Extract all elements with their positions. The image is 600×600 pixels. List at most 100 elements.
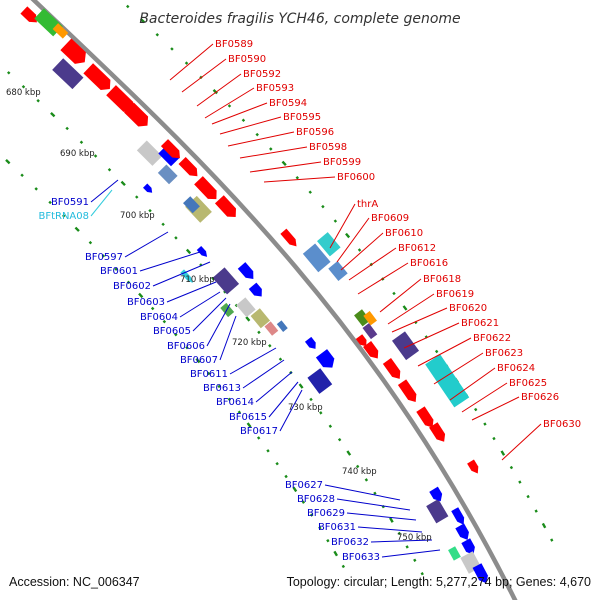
gene-label-bf0633[interactable]: BF0633 xyxy=(342,552,380,563)
tick-dot-1 xyxy=(405,545,409,549)
gene-label-thra[interactable]: thrA xyxy=(357,199,378,210)
gene-label-bf0620[interactable]: BF0620 xyxy=(449,303,487,314)
gene-block xyxy=(250,308,271,329)
gene-label-bf0596[interactable]: BF0596 xyxy=(296,127,334,138)
kbp-tick-label-710-kbp: 710 kbp xyxy=(180,275,215,285)
gene-label-bf0595[interactable]: BF0595 xyxy=(283,112,321,123)
tick-dot-2 xyxy=(275,461,279,466)
tick-dot-1 xyxy=(107,167,112,172)
gene-arrow-shape xyxy=(83,63,111,90)
leader-line-bf0618 xyxy=(379,278,422,313)
gene-block xyxy=(52,23,69,39)
gene-label-bf0597[interactable]: BF0597 xyxy=(85,252,123,263)
gene-label-bf0628[interactable]: BF0628 xyxy=(297,494,335,505)
gene-labels-layer: BF0589BF0590BF0592BF0593BF0594BF0595BF05… xyxy=(38,39,581,563)
tick-dot-2 xyxy=(34,187,38,191)
gene-label-bf0629[interactable]: BF0629 xyxy=(307,508,345,519)
tick-dot-3 xyxy=(170,47,174,51)
gene-arrow-shape xyxy=(237,262,254,280)
gene-label-bf0605[interactable]: BF0605 xyxy=(153,326,191,337)
tick-dot-1 xyxy=(50,112,56,118)
gene-label-bf0589[interactable]: BF0589 xyxy=(215,39,253,50)
gene-block-shape xyxy=(363,311,377,326)
tick-dot-3 xyxy=(402,305,408,311)
gene-label-bf0599[interactable]: BF0599 xyxy=(323,157,361,168)
leader-line-bf0599 xyxy=(249,161,322,173)
leader-line-bf0629 xyxy=(346,512,417,521)
gene-arrow-shape xyxy=(429,422,446,442)
gene-label-bf0622[interactable]: BF0622 xyxy=(473,333,511,344)
gene-label-bf0614[interactable]: BF0614 xyxy=(216,397,254,408)
gene-arrow-shape xyxy=(214,195,237,217)
gene-label-bf0626[interactable]: BF0626 xyxy=(521,392,559,403)
gene-label-bf0613[interactable]: BF0613 xyxy=(203,383,241,394)
gene-label-bf0593[interactable]: BF0593 xyxy=(256,83,294,94)
gene-block xyxy=(425,354,470,408)
tick-dot-1 xyxy=(413,558,417,562)
gene-label-bf0632[interactable]: BF0632 xyxy=(331,537,369,548)
gene-label-bf0631[interactable]: BF0631 xyxy=(318,522,356,533)
gene-label-bf0615[interactable]: BF0615 xyxy=(229,412,267,423)
gene-label-bf0609[interactable]: BF0609 xyxy=(371,213,409,224)
gene-label-bf0604[interactable]: BF0604 xyxy=(140,312,178,323)
gene-block xyxy=(307,368,333,394)
gene-label-bf0617[interactable]: BF0617 xyxy=(240,426,278,437)
gene-label-bf0627[interactable]: BF0627 xyxy=(285,480,323,491)
gene-block xyxy=(136,140,163,166)
gene-block xyxy=(392,331,420,361)
gene-label-bftrna08[interactable]: BFtRNA08 xyxy=(38,211,89,222)
gene-block xyxy=(264,321,279,336)
gene-label-bf0611[interactable]: BF0611 xyxy=(190,369,228,380)
gene-label-bf0624[interactable]: BF0624 xyxy=(497,363,535,374)
tick-dot-1 xyxy=(161,222,165,227)
gene-label-bf0591[interactable]: BF0591 xyxy=(51,197,89,208)
gene-label-bf0594[interactable]: BF0594 xyxy=(269,98,307,109)
tick-dot-3 xyxy=(139,18,146,24)
gene-label-bf0592[interactable]: BF0592 xyxy=(243,69,281,80)
tick-dot-1 xyxy=(7,71,11,75)
tick-dot-2 xyxy=(217,384,221,389)
gene-block xyxy=(426,499,449,524)
tick-dot-3 xyxy=(541,522,547,529)
gene-arrow xyxy=(143,183,153,193)
gene-arrow xyxy=(355,334,367,347)
gene-block-shape xyxy=(158,145,180,167)
tick-dot-3 xyxy=(212,89,218,95)
gene-label-bf0606[interactable]: BF0606 xyxy=(167,341,205,352)
gene-arrow-shape xyxy=(355,334,367,347)
gene-label-bf0610[interactable]: BF0610 xyxy=(385,228,423,239)
gene-label-bf0621[interactable]: BF0621 xyxy=(461,318,499,329)
gene-label-bf0601[interactable]: BF0601 xyxy=(100,266,138,277)
gene-label-bf0618[interactable]: BF0618 xyxy=(423,274,461,285)
gene-label-bf0602[interactable]: BF0602 xyxy=(113,281,151,292)
leader-line-bf0631 xyxy=(357,526,423,533)
tick-dot-3 xyxy=(333,219,338,223)
gene-block xyxy=(236,297,256,318)
tick-dot-1 xyxy=(79,140,84,144)
gene-block xyxy=(317,232,341,257)
gene-arrow-shape xyxy=(194,176,217,200)
gene-label-bf0607[interactable]: BF0607 xyxy=(180,355,218,366)
tick-dot-2 xyxy=(266,449,270,453)
gene-label-bf0590[interactable]: BF0590 xyxy=(228,54,266,65)
tick-dot-3 xyxy=(509,465,514,470)
tick-dot-1 xyxy=(420,572,424,576)
gene-label-bf0603[interactable]: BF0603 xyxy=(127,297,165,308)
gene-label-bf0630[interactable]: BF0630 xyxy=(543,419,581,430)
leader-line-bf0589 xyxy=(169,43,214,81)
gene-label-bf0616[interactable]: BF0616 xyxy=(410,258,448,269)
leader-line-bf0598 xyxy=(239,146,308,159)
gene-label-bf0625[interactable]: BF0625 xyxy=(509,378,547,389)
gene-label-bf0619[interactable]: BF0619 xyxy=(436,289,474,300)
gene-arrow xyxy=(194,176,217,200)
tick-dot-2 xyxy=(237,410,242,414)
gene-label-bf0612[interactable]: BF0612 xyxy=(398,243,436,254)
gene-label-bf0600[interactable]: BF0600 xyxy=(337,172,375,183)
tick-dot-2 xyxy=(20,173,24,178)
tick-dot-3 xyxy=(281,160,287,167)
gene-arrow xyxy=(455,523,469,540)
tick-dot-1 xyxy=(120,180,126,187)
gene-label-bf0598[interactable]: BF0598 xyxy=(309,142,347,153)
gene-arrow xyxy=(363,341,379,359)
gene-label-bf0623[interactable]: BF0623 xyxy=(485,348,523,359)
